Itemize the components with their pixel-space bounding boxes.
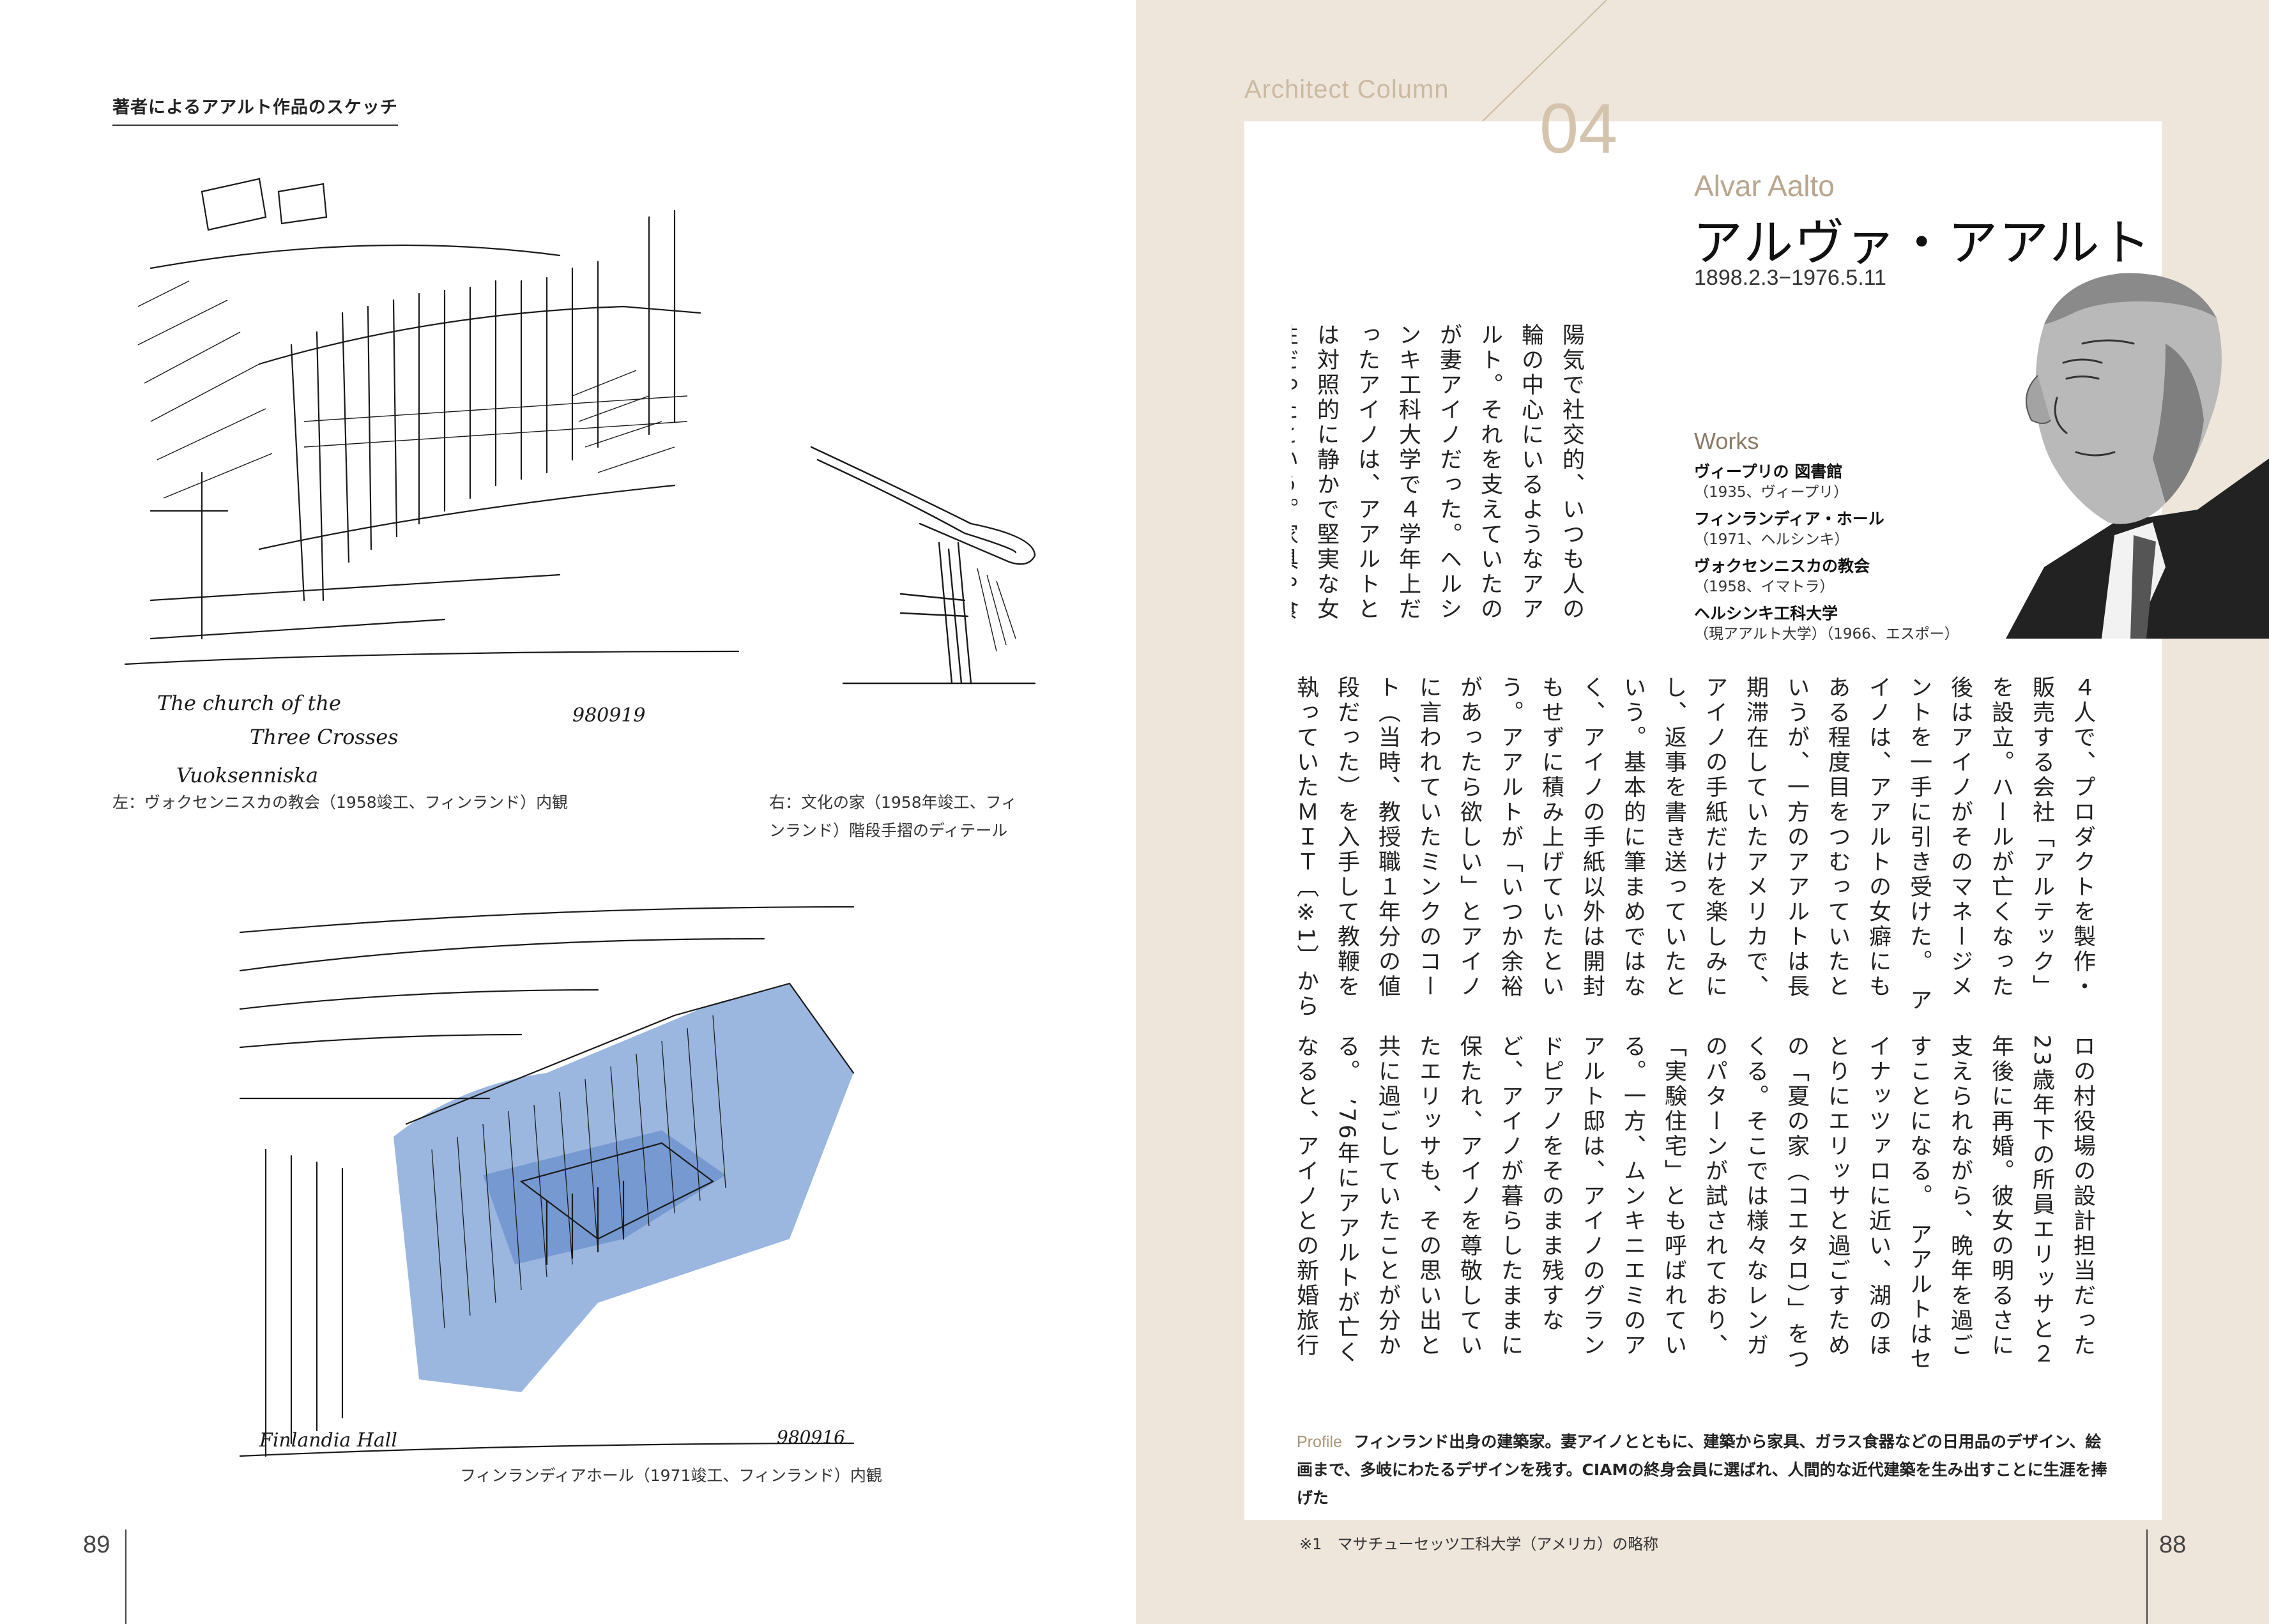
caption-right-1: 右：文化の家（1958年竣工、フィ xyxy=(769,793,1018,812)
work-name: ヘルシンキ工科大学 xyxy=(1694,604,1838,623)
body-text-top: 陽気で社交的、いつも人の輪の中心にいるようなアアルト。それを支えていたのが妻アイ… xyxy=(1292,323,1584,622)
page-number-right: 88 xyxy=(2159,1531,2187,1558)
folio-rule-left xyxy=(125,1529,126,1624)
church-handwriting-place: Vuoksenniska xyxy=(176,763,318,785)
work-item: ヴォクセンニスカの教会 （1958、イマトラ） xyxy=(1694,556,2077,596)
caption-bottom: フィンランディアホール（1971竣工、フィンランド）内観 xyxy=(460,1466,882,1485)
church-sketch: The church of the Three Crosses Vuoksenn… xyxy=(112,153,952,787)
body-text-bottom-right: ４人で、プロダクトを製作・販売する会社「アルテック」を設立。ハールが亡くなった後… xyxy=(1293,676,2095,1020)
architect-name-en: Alvar Aalto xyxy=(1694,169,1835,202)
finlandia-handwriting-date: 980916 xyxy=(777,1427,845,1448)
work-detail: （1935、ヴィープリ） xyxy=(1694,484,1849,501)
finlandia-handwriting: Finlandia Hall xyxy=(259,1429,397,1452)
works-title: Works xyxy=(1694,428,1759,454)
work-detail: （現アアルト大学）（1966、エスポー） xyxy=(1694,626,1959,642)
caption-right-2: ンランド）階段手摺のディテール xyxy=(769,821,1008,840)
work-item: ヴィープリの 図書館 （1935、ヴィープリ） xyxy=(1694,461,2077,502)
work-detail: （1958、イマトラ） xyxy=(1694,579,1835,595)
work-name: フィンランディア・ホール xyxy=(1694,510,1884,528)
handrail-sketch-drawing xyxy=(810,446,1036,685)
portrait-drawing xyxy=(2006,273,2269,639)
handrail-sketch xyxy=(805,441,1048,696)
column-number: 04 xyxy=(1539,89,1618,168)
church-handwriting-2: Three Crosses xyxy=(250,725,399,749)
portrait-illustration xyxy=(2006,267,2269,639)
works-list: ヴィープリの 図書館 （1935、ヴィープリ） フィンランディア・ホール （19… xyxy=(1694,461,2077,650)
work-detail: （1971、ヘルシンキ） xyxy=(1694,531,1849,548)
profile-text: フィンランド出身の建築家。妻アイノとともに、建築から家具、ガラス食器などの日用品… xyxy=(1297,1432,2107,1507)
work-name: ヴォクセンニスカの教会 xyxy=(1694,557,1870,575)
profile-label: Profile xyxy=(1297,1433,1342,1451)
column-panel xyxy=(1244,121,2162,1520)
work-name: ヴィープリの 図書館 xyxy=(1694,462,1843,481)
finlandia-sketch: Finlandia Hall 980916 xyxy=(215,881,924,1469)
sketch-heading: 著者によるアアルト作品のスケッチ xyxy=(112,93,398,126)
architect-name-jp: アルヴァ・アアルト xyxy=(1693,215,2152,272)
church-sketch-drawing: The church of the Three Crosses Vuoksenn… xyxy=(124,178,952,787)
left-page: 著者によるアアルト作品のスケッチ xyxy=(83,93,1048,1624)
finlandia-sketch-drawing: Finlandia Hall 980916 xyxy=(239,906,855,1457)
work-item: ヘルシンキ工科大学 （現アアルト大学）（1966、エスポー） xyxy=(1694,603,2077,644)
architect-dates: 1898.2.3−1976.5.11 xyxy=(1694,266,1886,290)
folio-rule-right xyxy=(2146,1529,2148,1624)
body-text-bottom-left: ロの村役場の設計担当だった23歳年下の所員エリッサと２年後に再婚。彼女の明るさに… xyxy=(1293,1035,2095,1372)
church-handwriting-date: 980919 xyxy=(572,704,646,727)
page-number-left: 89 xyxy=(83,1531,111,1558)
church-handwriting-1: The church of the xyxy=(157,691,341,715)
footnote: ※1 マサチューセッツ工科大学（アメリカ）の略称 xyxy=(1299,1535,1659,1553)
work-item: フィンランディア・ホール （1971、ヘルシンキ） xyxy=(1694,508,2077,549)
caption-left: 左：ヴォクセンニスカの教会（1958竣工、フィンランド）内観 xyxy=(112,793,569,812)
column-label: Architect Column xyxy=(1244,75,1449,103)
